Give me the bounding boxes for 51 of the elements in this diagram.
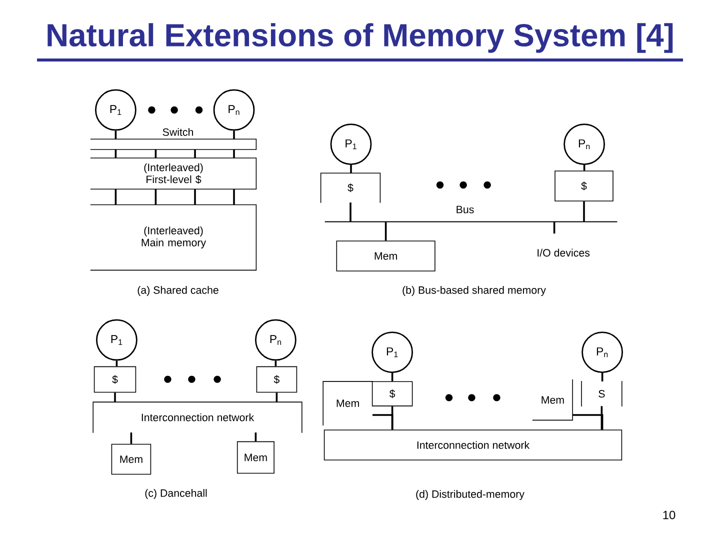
connector-line [114,189,117,205]
cache-box: $ [372,381,413,406]
connector-line [274,360,277,366]
figure-caption: (d) Distributed-memory [416,490,524,500]
connector-line [114,392,116,402]
figure-caption: (c) Dancehall [145,489,207,499]
memory-box: Mem [236,441,274,474]
network-box: Interconnection network [92,402,302,433]
memory-box: Mem [322,381,373,426]
bus-line: Bus [324,206,618,222]
connector-line [350,164,352,174]
switch-bar: Switch [90,128,257,150]
figure-caption: (a) Shared cache [138,286,218,296]
connector-line [130,432,132,444]
page-number: 10 [663,510,676,520]
connector-line [233,189,235,205]
connector-line [276,392,278,402]
memory-box: Mem [336,240,436,272]
connector-line [572,414,604,430]
connector-line [391,372,394,382]
slide-title: Natural Extensions of Memory System [4] [48,23,673,53]
connector-line [601,372,604,382]
figure-caption: (b) Bus-based shared memory [402,286,546,296]
cache-box: $ [94,366,136,393]
device-label: I/O devices [538,248,590,257]
connector-line [233,130,235,140]
connector-line [194,189,196,205]
network-box: Interconnection network [324,430,622,460]
connector-line [372,414,394,430]
connector-line [194,149,196,158]
connector-line [154,189,157,205]
connector-line [583,164,586,171]
connector-line [553,222,556,234]
connector-line [114,130,117,140]
memory-box: Mem [532,379,573,421]
connector-line [600,406,603,430]
connector-line [114,149,117,158]
connector-line [233,149,235,158]
connector-line [116,360,118,366]
memory-box: (Interleaved) Main memory [90,204,257,271]
cache-box: S [581,381,622,407]
connector-line [254,432,257,442]
memory-box: Mem [111,444,152,475]
connector-line [583,201,585,222]
cache-box: $ [320,172,381,203]
connector-line [384,222,387,241]
connector-line [154,149,157,158]
cache-box: $ [554,170,614,202]
cache-box: $ [256,366,298,393]
connector-line [350,202,352,222]
cache-box: (Interleaved) First-level $ [90,158,257,190]
